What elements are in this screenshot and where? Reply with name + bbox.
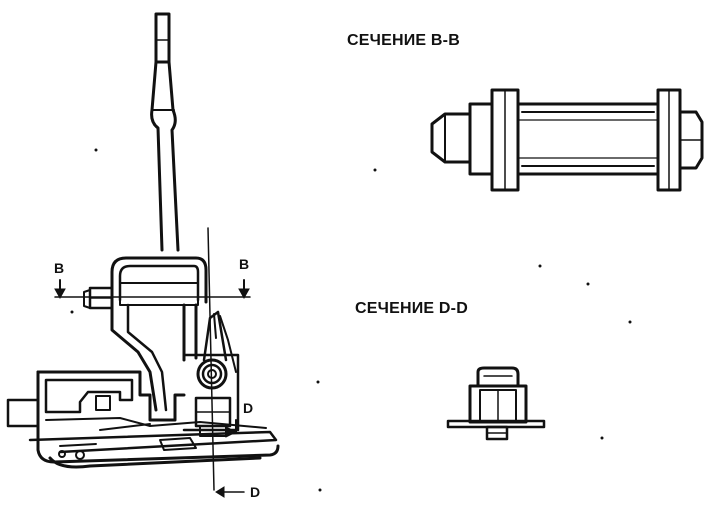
base-housing <box>6 370 280 469</box>
lever-bracket <box>110 256 208 412</box>
bracket-bolt <box>83 286 114 310</box>
section-bb-title: СЕЧЕНИЕ В-В <box>347 32 460 49</box>
section-mark-d-lower: D <box>250 484 261 500</box>
scan-specks <box>70 148 632 492</box>
section-mark-b-right: В <box>239 256 250 272</box>
section-marks-d <box>215 419 245 498</box>
section-dd-drawing <box>446 366 546 441</box>
section-mark-d-upper: D <box>243 400 254 416</box>
section-line-b <box>54 279 251 300</box>
section-mark-b-left: В <box>54 260 65 276</box>
section-dd-title: СЕЧЕНИЕ D-D <box>355 300 468 317</box>
shift-lever <box>150 12 180 252</box>
gear-shift-assembly <box>6 12 280 498</box>
section-bb-drawing <box>430 88 704 192</box>
return-spring <box>196 310 237 390</box>
